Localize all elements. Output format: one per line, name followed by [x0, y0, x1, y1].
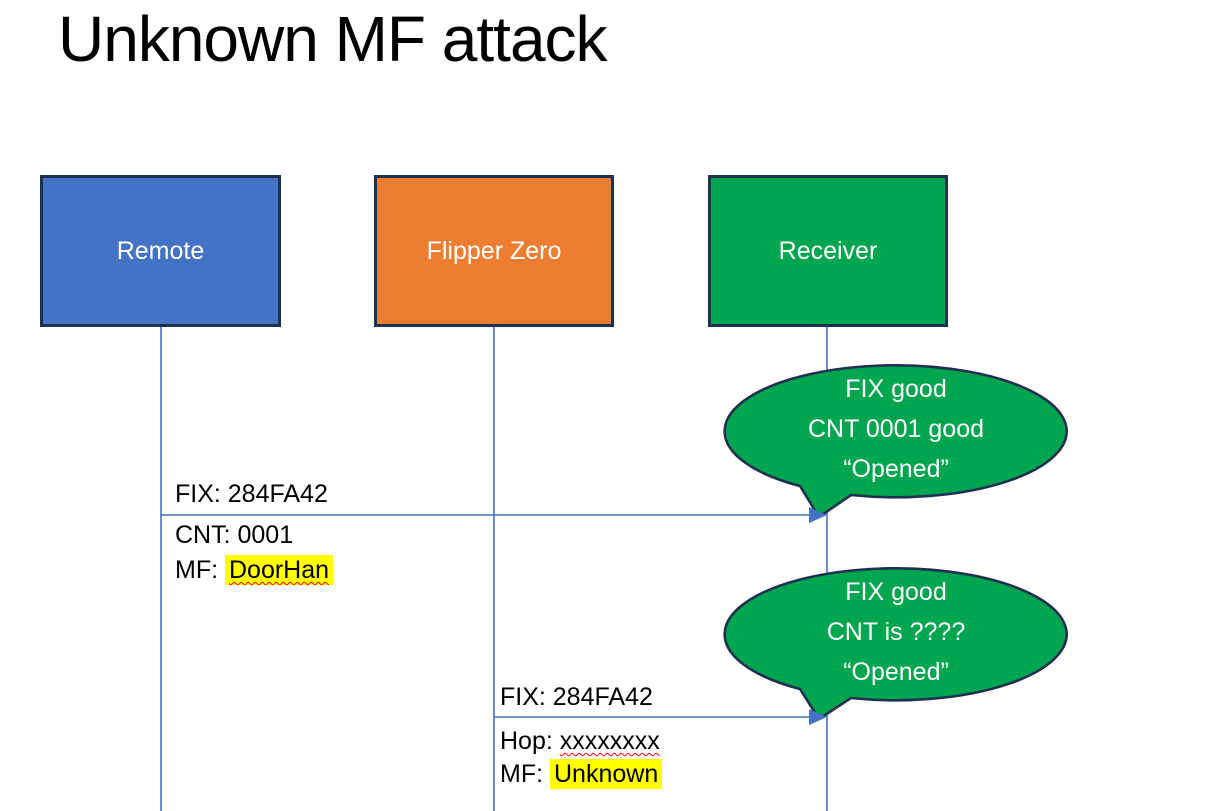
callout-2-line-3: “Opened”: [843, 658, 949, 686]
slide-title: Unknown MF attack: [58, 3, 608, 75]
actor-label-flipper-zero: Flipper Zero: [426, 236, 562, 265]
callout-2-line-2: CNT is ????: [826, 618, 966, 646]
message-2-hop-prefix: Hop:: [500, 727, 560, 755]
message-1-line-mf: MF: DoorHan: [175, 555, 334, 585]
callout-1-line-2: CNT 0001 good: [807, 415, 985, 443]
callout-1-line-1: FIX good: [845, 375, 947, 403]
actor-box-remote: Remote: [40, 175, 281, 327]
actor-label-remote: Remote: [116, 236, 205, 265]
message-2-line-mf: MF: Unknown: [500, 759, 663, 789]
message-1-mf-value-highlighted: DoorHan: [225, 555, 334, 585]
message-arrow-remote-to-receiver: [161, 507, 827, 523]
callout-1-line-3: “Opened”: [843, 455, 949, 483]
receiver-callout-2-shape: [723, 566, 1068, 721]
message-1-cnt-text: CNT: 0001: [175, 521, 294, 549]
actor-box-flipper-zero: Flipper Zero: [374, 175, 614, 327]
callout-2-line-1: FIX good: [845, 578, 947, 606]
message-2-mf-value-highlighted: Unknown: [550, 759, 663, 789]
receiver-callout-2-text: FIX good CNT is ???? “Opened”: [724, 572, 1068, 692]
message-1-fix-text: FIX: 284FA42: [175, 480, 328, 508]
message-2-mf-prefix: MF:: [500, 760, 550, 788]
message-2-hop-value-squiggled: xxxxxxxx: [559, 727, 660, 755]
receiver-callout-1-shape: [723, 363, 1068, 519]
receiver-callout-1-text: FIX good CNT 0001 good “Opened”: [724, 369, 1068, 489]
message-1-line-fix: FIX: 284FA42: [175, 480, 328, 509]
actor-box-receiver: Receiver: [708, 175, 948, 327]
message-2-line-fix: FIX: 284FA42: [500, 683, 653, 712]
message-arrow-flipper-to-receiver: [494, 709, 827, 725]
message-2-fix-text: FIX: 284FA42: [500, 683, 653, 711]
actor-label-receiver: Receiver: [778, 236, 878, 265]
message-1-line-cnt: CNT: 0001: [175, 521, 293, 550]
message-arrow-2-arrowhead-icon: [809, 709, 827, 725]
message-2-line-hop: Hop: xxxxxxxx: [500, 727, 660, 756]
message-1-mf-prefix: MF:: [175, 556, 225, 584]
message-arrow-1-arrowhead-icon: [809, 507, 827, 523]
